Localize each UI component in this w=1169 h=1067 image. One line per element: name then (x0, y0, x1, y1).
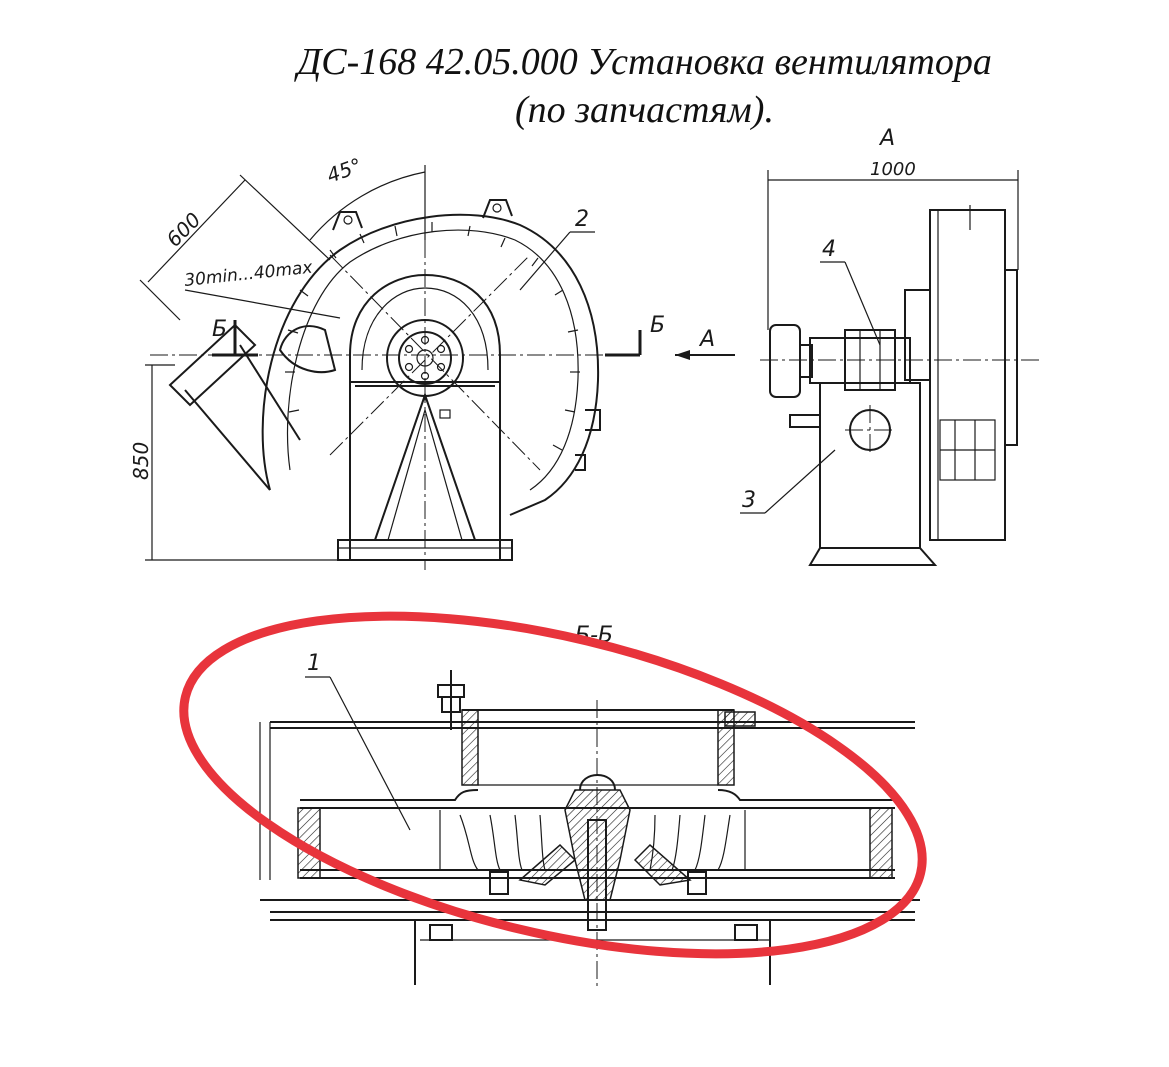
callout-2-label: 2 (575, 207, 589, 232)
flange-bolts (285, 222, 580, 451)
gap-dimension-label: 30min...40max (183, 258, 314, 291)
front-view: 45° 600 30min...40max Б Б А 850 2 (129, 153, 735, 570)
callout-1-label: 1 (307, 651, 321, 676)
volute-housing (261, 213, 600, 516)
impeller-blades (439, 810, 746, 871)
gap-leader (184, 289, 341, 319)
dim-600-label: 600 (162, 208, 206, 252)
lifting-eye-left (332, 211, 363, 231)
lifting-eye-right (482, 199, 513, 219)
side-view-label: А (878, 126, 895, 151)
impeller-top-shroud (300, 789, 479, 801)
drawing-title-line2: (по запчастям). (515, 89, 774, 131)
highlight-ellipse (179, 611, 927, 959)
callout-4-label: 4 (822, 237, 836, 262)
callout-3-label: 3 (742, 488, 756, 513)
dim-600-line (147, 179, 246, 283)
pulley (769, 324, 801, 398)
view-arrow-label: А (698, 327, 715, 352)
top-bolt (437, 670, 465, 730)
section-view: Б-Б (259, 623, 920, 990)
drawing-title-line1: ДС-168 42.05.000 Установка вентилятора (297, 41, 992, 83)
angle-45-arc (309, 171, 426, 241)
angle-45-label: 45° (324, 153, 366, 188)
callout-2-leader (519, 231, 571, 291)
side-housing (929, 209, 1006, 541)
dim-1000-label: 1000 (870, 159, 916, 180)
outlet-duct (168, 323, 337, 491)
section-mark-left: Б (212, 317, 227, 342)
dim-850-label: 850 (129, 442, 153, 480)
side-view: А 1000 4 (740, 126, 1040, 566)
section-mark-right: Б (650, 313, 665, 338)
inlet-ring-left (461, 709, 479, 786)
